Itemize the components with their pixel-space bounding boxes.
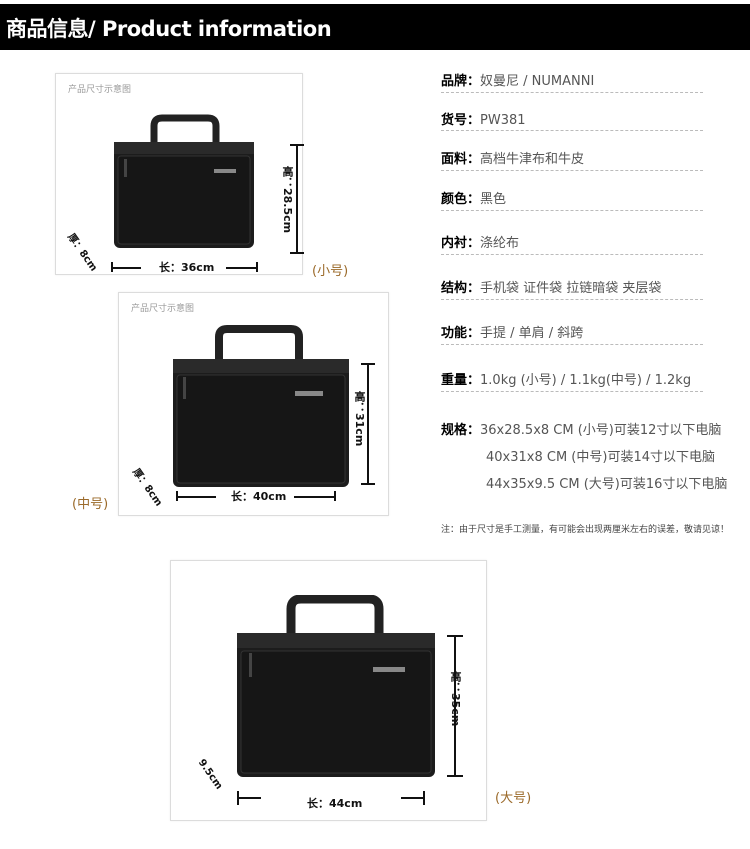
page-title: 商品信息/ Product information bbox=[6, 17, 332, 41]
length-dimension: 长：40cm bbox=[231, 490, 287, 503]
card-caption: 产品尺寸示意图 bbox=[68, 85, 132, 95]
briefcase-icon bbox=[237, 595, 435, 777]
size-label-large: (大号) bbox=[495, 791, 532, 806]
height-dimension: 高：35cm bbox=[449, 671, 462, 727]
size-label-medium: (中号) bbox=[72, 497, 109, 512]
spec-weight: 重量：1.0kg (小号) / 1.1kg(中号) / 1.2kg bbox=[441, 373, 692, 388]
height-dimension: 高：28.5cm bbox=[281, 166, 294, 234]
length-dimension: 长：44cm bbox=[307, 797, 363, 810]
spec-item-number: 货号：PW381 bbox=[441, 113, 526, 128]
briefcase-icon bbox=[173, 325, 349, 487]
measurement-note: 注：由于尺寸是手工测量，有可能会出现两厘米左右的误差，敬请见谅！ bbox=[441, 525, 730, 535]
spec-dimensions-large: 44x35x9.5 CM (大号)可装16寸以下电脑 bbox=[486, 477, 728, 492]
product-card-medium: 产品尺寸示意图 高：31cm 长：40cm 厚：8cm bbox=[118, 292, 389, 516]
height-dimension: 高：31cm bbox=[353, 391, 366, 447]
spec-structure: 结构：手机袋 证件袋 拉链暗袋 夹层袋 bbox=[441, 281, 662, 296]
briefcase-icon bbox=[114, 114, 254, 248]
spec-function: 功能：手提 / 单肩 / 斜跨 bbox=[441, 326, 584, 341]
depth-dimension: 厚：8cm bbox=[65, 231, 99, 274]
size-label-small: (小号) bbox=[312, 264, 349, 279]
product-card-small: 产品尺寸示意图 高：28.5cm 长：36cm 厚：8cm bbox=[55, 73, 304, 275]
spec-dimensions-medium: 40x31x8 CM (中号)可装14寸以下电脑 bbox=[486, 450, 715, 465]
length-dimension: 长：36cm bbox=[159, 261, 215, 274]
spec-dimensions: 规格：36x28.5x8 CM (小号)可装12寸以下电脑 bbox=[441, 423, 722, 438]
spec-brand: 品牌：奴曼尼 / NUMANNI bbox=[441, 74, 595, 89]
card-caption: 产品尺寸示意图 bbox=[131, 304, 195, 314]
depth-dimension: 9.5cm bbox=[195, 757, 225, 792]
product-card-large: 高：35cm 长：44cm 9.5cm bbox=[170, 560, 487, 821]
depth-dimension: 厚：8cm bbox=[130, 466, 164, 509]
spec-fabric: 面料：高档牛津布和牛皮 bbox=[441, 152, 585, 167]
header-bar: 商品信息/ Product information bbox=[0, 4, 750, 50]
spec-color: 颜色：黑色 bbox=[441, 192, 507, 207]
spec-lining: 内衬：涤纶布 bbox=[441, 236, 520, 251]
